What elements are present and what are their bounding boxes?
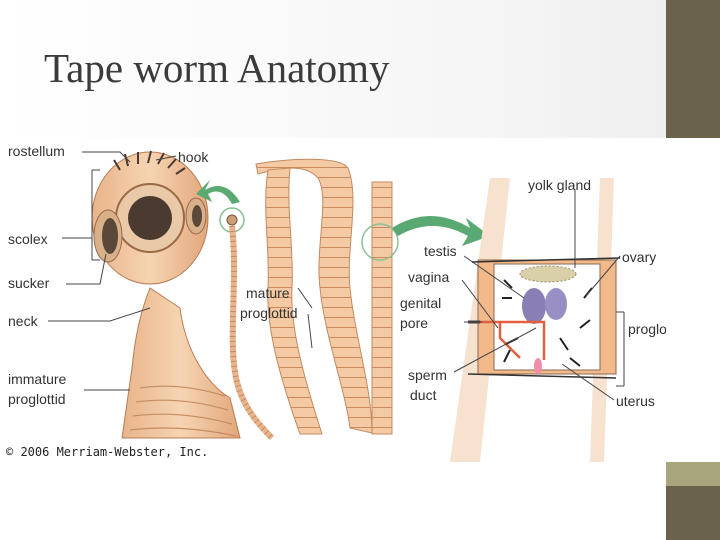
label-duct: duct <box>410 387 437 403</box>
label-genital: genital <box>400 295 441 311</box>
label-mature: mature <box>246 285 290 301</box>
strobila-illustration <box>219 158 399 441</box>
leader-lines <box>48 151 625 401</box>
label-uterus: uterus <box>616 393 655 409</box>
copyright-notice: © 2006 Merriam-Webster, Inc. <box>6 445 208 459</box>
label-neck: neck <box>8 313 39 329</box>
label-proglottid: proglottid <box>628 321 666 337</box>
scolex-illustration <box>91 150 209 285</box>
accent-bar-top <box>666 0 720 138</box>
tapeworm-diagram: rostellum hook scolex sucker neck immatu… <box>6 143 666 462</box>
slide-title: Tape worm Anatomy <box>44 45 390 91</box>
label-immature: immature <box>8 371 67 387</box>
label-yolk-gland: yolk gland <box>528 177 591 193</box>
proglottid-detail <box>450 178 621 462</box>
zoom-arrow-left <box>196 180 240 204</box>
title-area-background <box>0 0 666 138</box>
label-vagina: vagina <box>408 269 449 285</box>
zoom-arrow-right <box>392 216 490 246</box>
label-pore: pore <box>400 315 428 331</box>
label-hook: hook <box>178 149 209 165</box>
label-rostellum: rostellum <box>8 143 65 159</box>
worm-neck-illustration <box>121 287 241 439</box>
label-immature-proglottid: proglottid <box>8 391 66 407</box>
label-testis: testis <box>424 243 457 259</box>
label-sperm: sperm <box>408 367 447 383</box>
label-ovary: ovary <box>622 249 656 265</box>
label-scolex: scolex <box>8 231 48 247</box>
label-sucker: sucker <box>8 275 50 291</box>
accent-bar-bottom <box>666 486 720 540</box>
accent-bar-middle <box>666 462 720 486</box>
label-mature-proglottid: proglottid <box>240 305 298 321</box>
